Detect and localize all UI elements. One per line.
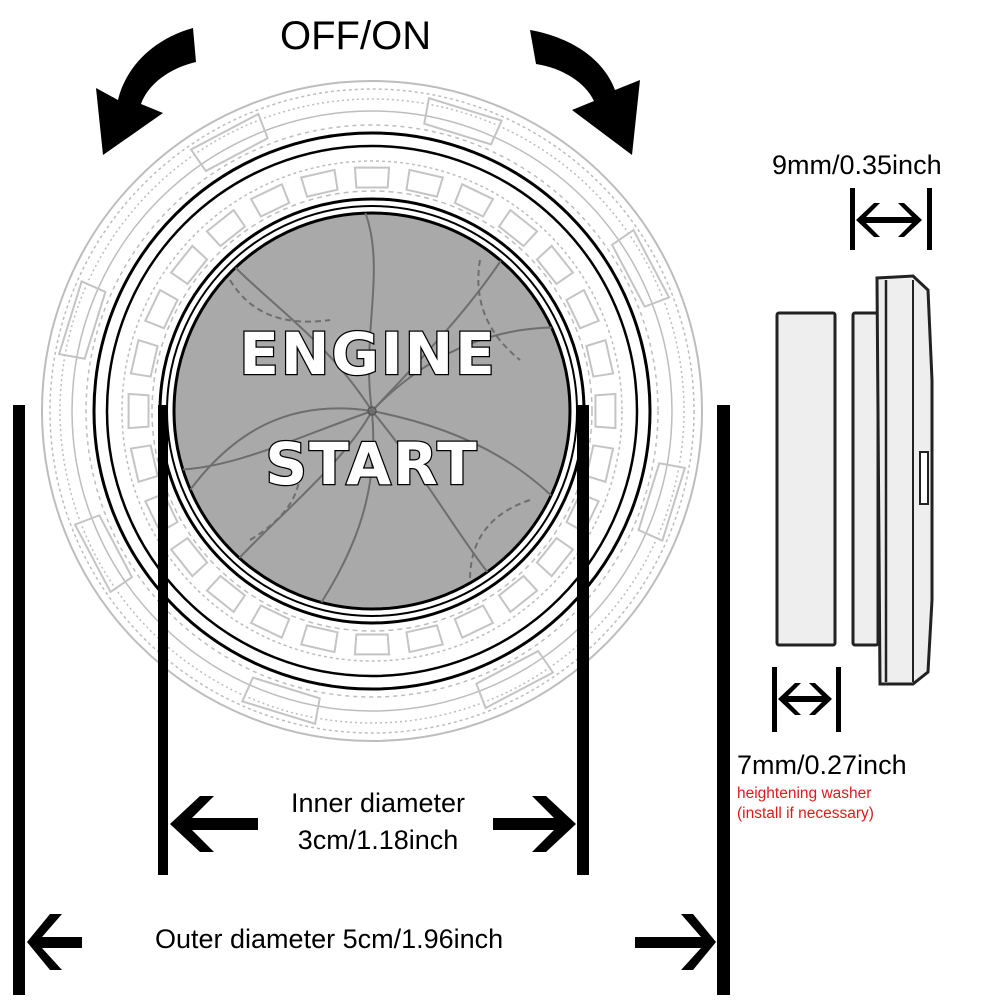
arrow-left-icon <box>170 796 258 852</box>
engraved-segment <box>594 392 617 430</box>
engraved-segment <box>535 244 575 286</box>
side-notch <box>919 451 929 505</box>
engraved-segment <box>129 444 159 484</box>
engraved-segment <box>453 182 495 218</box>
start-label: START <box>265 430 478 498</box>
engraved-segment <box>353 166 391 189</box>
engraved-segment <box>129 338 159 378</box>
engraved-tab <box>189 112 269 173</box>
engraved-segment <box>585 444 615 484</box>
arrow-left-icon <box>27 914 82 970</box>
engraved-segment <box>143 288 179 330</box>
engraved-segment <box>299 624 339 654</box>
engraved-segment <box>405 624 445 654</box>
engraved-segment <box>585 338 615 378</box>
outer-engraved-ring <box>41 80 703 742</box>
thickness-7mm-mark <box>772 667 841 732</box>
outer-diameter-label: Outer diameter 5cm/1.96inch <box>155 924 504 954</box>
engraved-segment <box>497 208 539 248</box>
engraved-segment <box>127 392 150 430</box>
engraved-tab <box>637 462 687 543</box>
engraved-tab <box>73 514 134 594</box>
off-on-title: OFF/ON <box>280 14 432 58</box>
inner-diameter-value: 3cm/1.18inch <box>297 825 459 855</box>
engraved-segment <box>205 208 247 248</box>
inner-diameter-label: Inner diameter <box>290 788 466 818</box>
engraved-tab <box>57 279 107 360</box>
engraved-segment <box>353 633 391 656</box>
diameter-guides <box>13 405 730 995</box>
engraved-segment <box>497 574 539 614</box>
engraved-segment <box>299 168 339 198</box>
engraved-segment <box>405 168 445 198</box>
arrow-right-icon <box>635 914 716 970</box>
outer-diameter-arrows <box>27 914 716 970</box>
washer-side <box>775 311 837 647</box>
engraved-tab <box>240 676 321 726</box>
washer-note-line2: (install if necessary) <box>737 805 874 822</box>
engine-label: ENGINE <box>239 320 497 388</box>
engraved-tab <box>475 649 555 710</box>
engraved-segment <box>249 604 291 640</box>
inner-left-guide <box>158 405 168 875</box>
button-thickness-label: 9mm/0.35inch <box>772 150 942 180</box>
inner-diameter-arrows <box>170 796 576 852</box>
button-cap-side <box>875 274 934 686</box>
button-base-side <box>851 311 880 647</box>
engraved-segment <box>535 536 575 578</box>
inner-right-guide <box>577 405 589 875</box>
engraved-segment <box>249 182 291 218</box>
thickness-9mm-mark <box>850 188 932 250</box>
side-view <box>775 274 934 686</box>
engraved-segment <box>565 288 601 330</box>
washer-note-line1: heightening washer <box>737 785 872 802</box>
engraved-segment <box>169 244 209 286</box>
outer-left-guide <box>13 405 25 995</box>
engraved-segment <box>453 604 495 640</box>
arrow-right-icon <box>493 796 576 852</box>
engraved-tab <box>610 228 671 308</box>
rotate-on-arrow-icon <box>530 30 640 155</box>
washer-thickness-label: 7mm/0.27inch <box>737 750 907 780</box>
engraved-segment <box>205 574 247 614</box>
engraved-segment <box>169 536 209 578</box>
outer-right-guide <box>717 405 730 995</box>
engraved-tab <box>423 96 504 146</box>
rotate-off-arrow-icon <box>96 28 196 155</box>
